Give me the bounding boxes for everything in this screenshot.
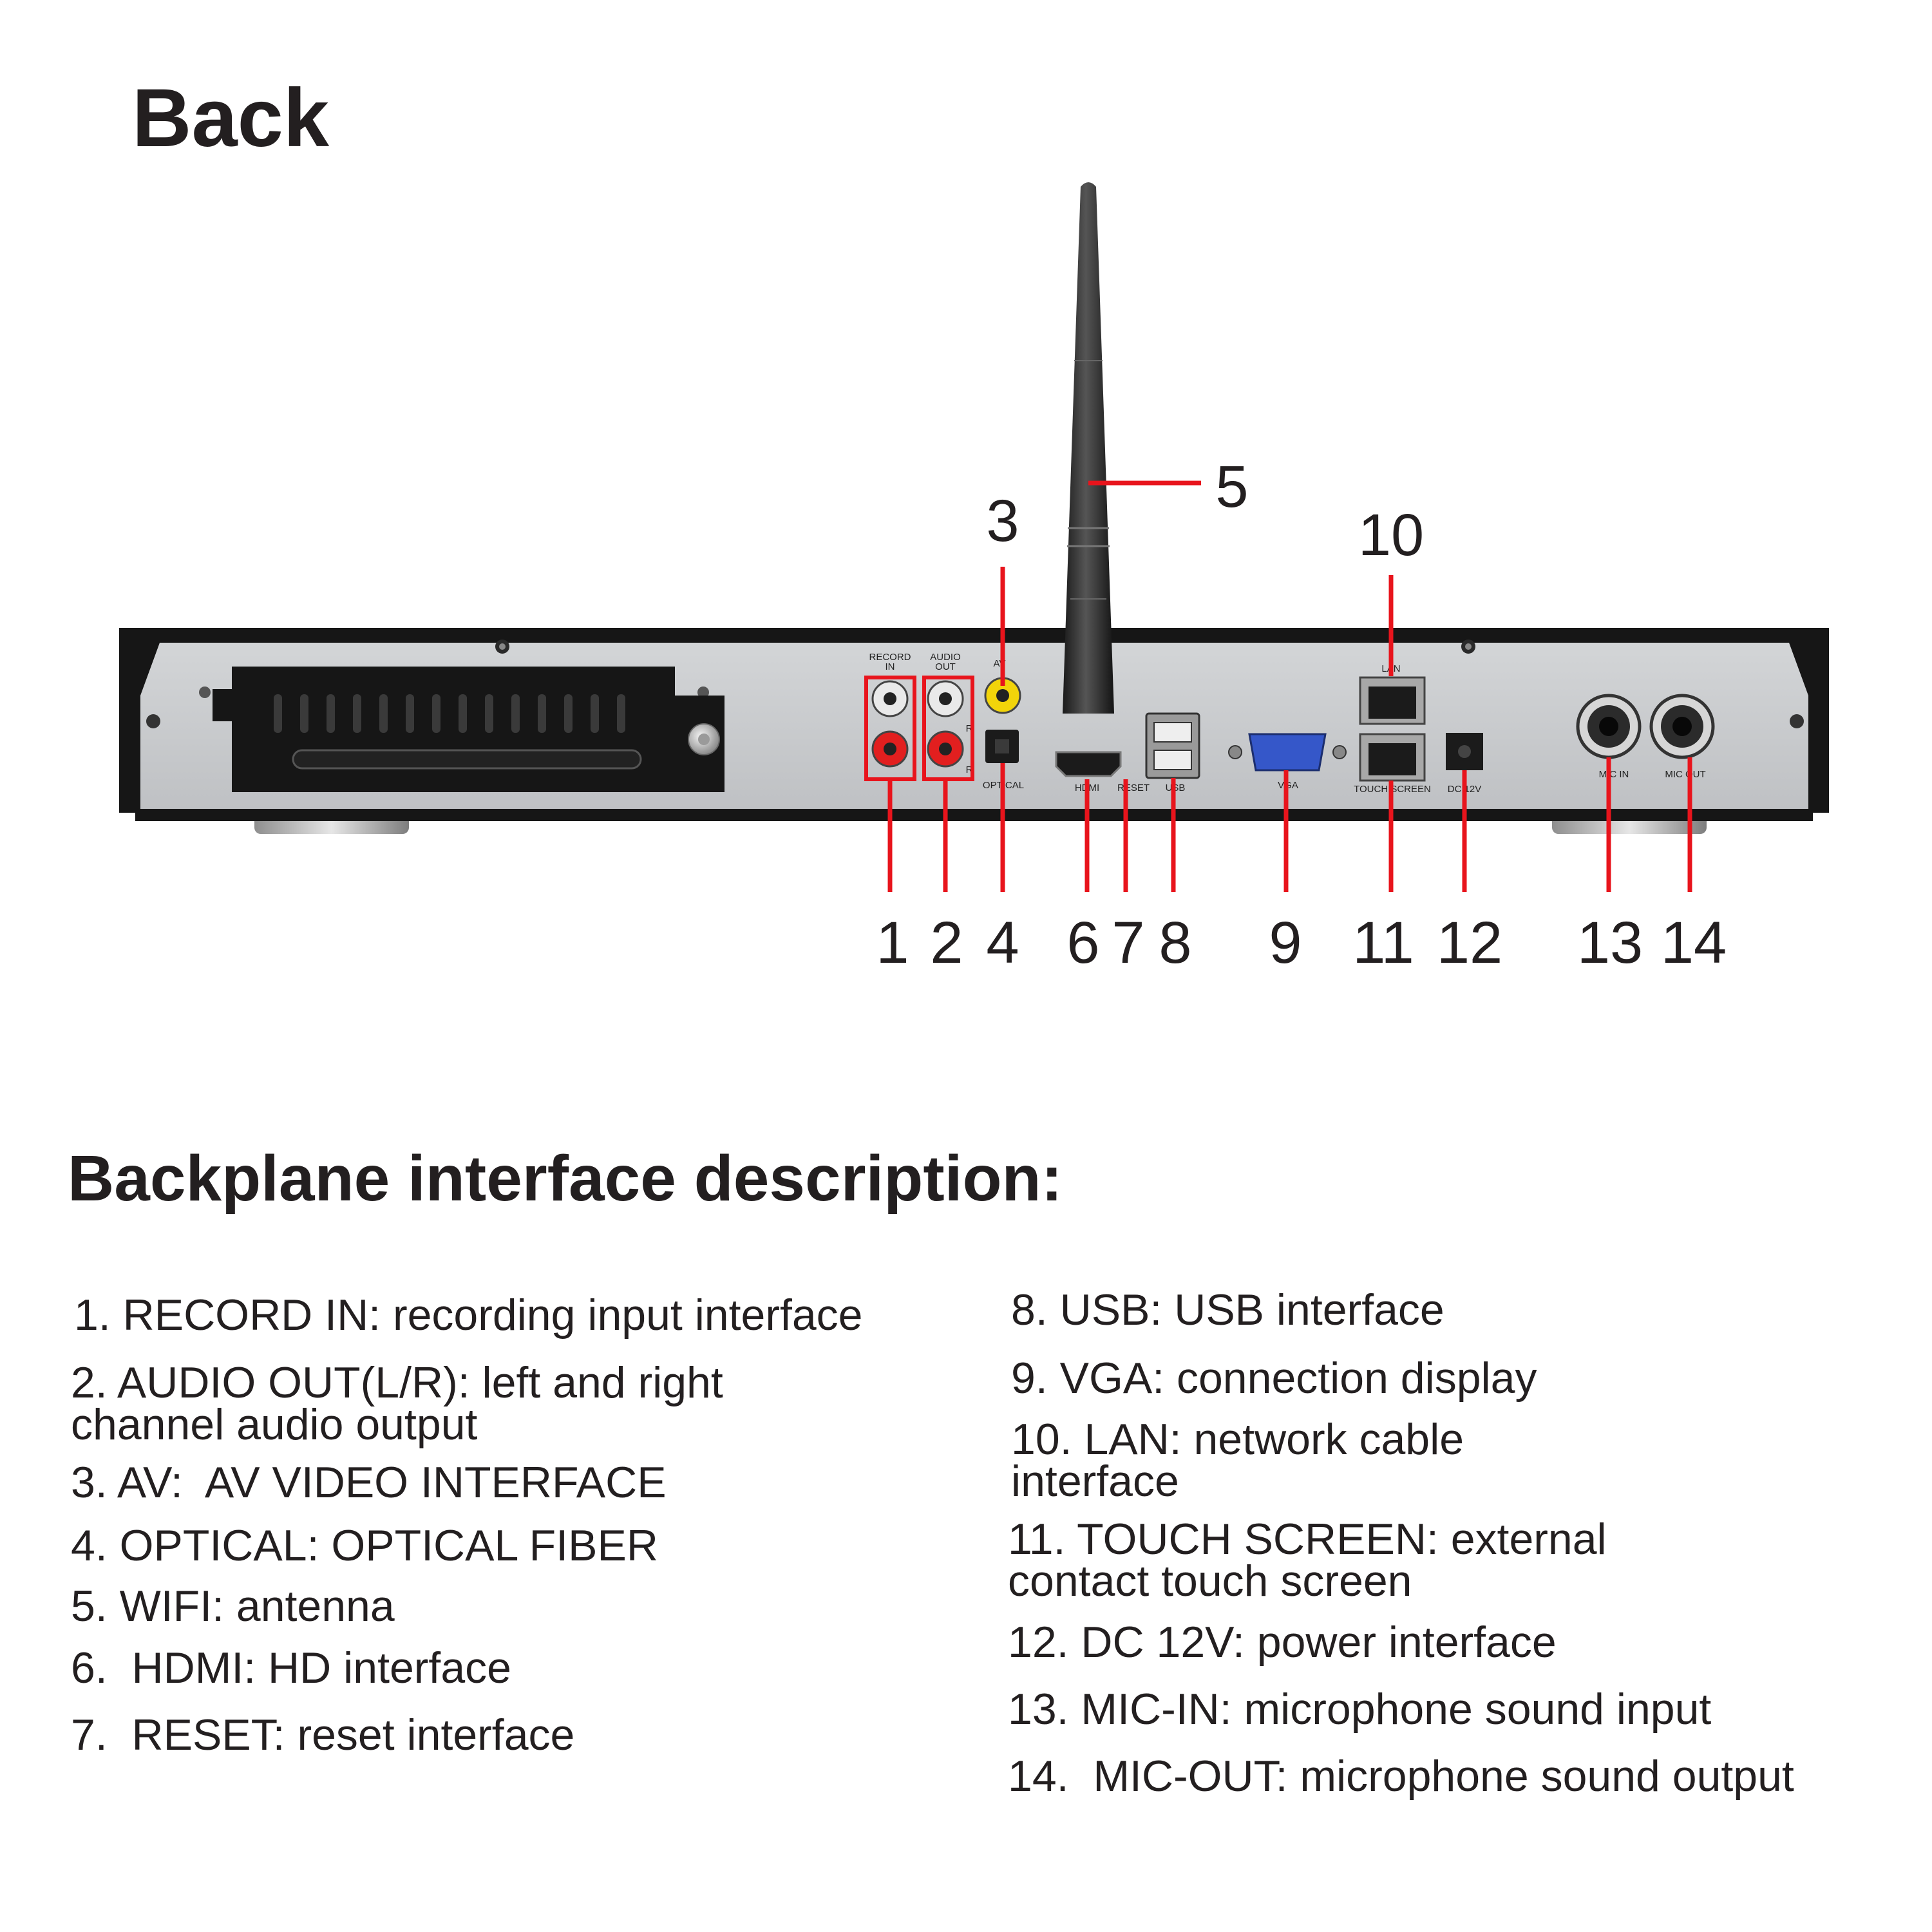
desc-item-8: 8. USB: USB interface	[1011, 1285, 1444, 1334]
callout-12: 12	[1437, 910, 1502, 976]
label-reset: RESET	[1117, 782, 1150, 793]
vent-slot	[432, 694, 440, 733]
optical-port	[985, 730, 1019, 763]
callout-numbers: 1 2 3 4 5 6 7 8 9 10 11 12 13 14	[876, 454, 1727, 976]
fan-vent-cover	[213, 667, 724, 792]
rca-audio-out	[927, 680, 964, 768]
rca-record-in	[871, 680, 909, 768]
label-audio-out-l1: AUDIO	[930, 652, 961, 663]
callout-7: 7	[1112, 910, 1144, 976]
vent-slot	[300, 694, 308, 733]
vent-slot	[353, 694, 361, 733]
label-mic-in: MIC IN	[1599, 769, 1629, 780]
vent-slots	[274, 694, 625, 733]
desc-item-7: 7. RESET: reset interface	[71, 1710, 575, 1759]
vent-slot	[591, 694, 599, 733]
desc-item-10: 10. LAN: network cable interface	[1011, 1415, 1464, 1506]
usb-ports	[1145, 712, 1200, 779]
lan-port	[1359, 676, 1426, 725]
callout-10: 10	[1358, 502, 1424, 568]
callout-11: 11	[1352, 910, 1414, 976]
wifi-antenna	[1063, 182, 1114, 714]
description-heading: Backplane interface description:	[68, 1142, 1063, 1215]
callout-1: 1	[876, 910, 909, 976]
callout-2: 2	[930, 910, 963, 976]
vent-slot	[511, 694, 520, 733]
vent-slot	[459, 694, 467, 733]
callout-13: 13	[1577, 910, 1643, 976]
vent-slot	[485, 694, 493, 733]
vga-port	[1228, 733, 1347, 772]
vent-slot	[406, 694, 414, 733]
vent-slot	[538, 694, 546, 733]
desc-item-12: 12. DC 12V: power interface	[1008, 1618, 1557, 1667]
callout-14: 14	[1661, 910, 1727, 976]
label-r-1: R	[966, 764, 973, 775]
desc-item-6: 6. HDMI: HD interface	[71, 1643, 511, 1692]
desc-item-5: 5. WIFI: antenna	[71, 1582, 395, 1631]
desc-item-11: 11. TOUCH SCREEN: external contact touch…	[1008, 1515, 1607, 1605]
dc-12v-port	[1446, 733, 1483, 770]
label-audio-out-l2: OUT	[935, 661, 956, 672]
desc-item-2: 2. AUDIO OUT(L/R): left and right channe…	[71, 1358, 723, 1449]
callout-9: 9	[1269, 910, 1302, 976]
callout-6: 6	[1066, 910, 1099, 976]
callout-5: 5	[1215, 454, 1248, 520]
desc-item-13: 13. MIC-IN: microphone sound input	[1008, 1685, 1712, 1734]
callout-4: 4	[986, 910, 1019, 976]
highlight-box-audio-out	[922, 676, 974, 781]
mic-out-jack	[1649, 694, 1715, 759]
callout-lines	[864, 480, 1692, 892]
label-record-in-l2: IN	[886, 661, 895, 672]
desc-item-14: 14. MIC-OUT: microphone sound output	[1008, 1752, 1794, 1801]
vent-slot	[379, 694, 388, 733]
label-record-in-l1: RECORD	[869, 652, 911, 663]
desc-item-3: 3. AV: AV VIDEO INTERFACE	[71, 1458, 667, 1507]
vent-slot	[564, 694, 573, 733]
callout-3: 3	[986, 488, 1019, 554]
desc-item-9: 9. VGA: connection display	[1011, 1354, 1537, 1403]
page-title: Back	[132, 72, 329, 164]
label-mic-out: MIC OUT	[1665, 769, 1705, 780]
vent-slot	[617, 694, 625, 733]
touch-screen-port	[1359, 733, 1426, 782]
label-r-2: R	[966, 723, 973, 734]
vent-slot	[327, 694, 335, 733]
desc-item-1: 1. RECORD IN: recording input interface	[74, 1291, 863, 1340]
mic-in-jack	[1576, 694, 1642, 759]
desc-item-4: 4. OPTICAL: OPTICAL FIBER	[71, 1521, 658, 1570]
hdmi-port	[1055, 751, 1122, 777]
vent-slot	[274, 694, 282, 733]
callout-8: 8	[1159, 910, 1191, 976]
